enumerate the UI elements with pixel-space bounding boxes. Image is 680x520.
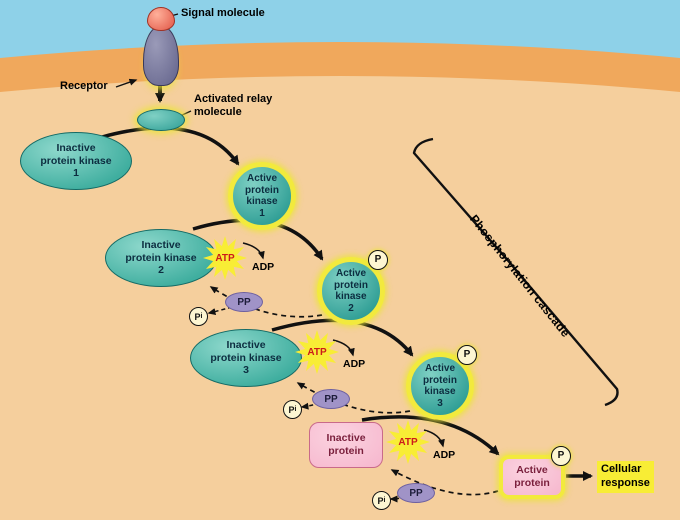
signal-molecule-shape (147, 7, 175, 31)
receptor-pointer-arrow (115, 78, 138, 88)
adp-label-1: ADP (252, 261, 275, 273)
dephosphorylation-arrow-1 (209, 286, 323, 318)
dephosphorylation-arrow-2 (296, 382, 411, 414)
active-kinase-2-label: Active protein kinase 2 (334, 268, 368, 314)
atp-adp-arc-3 (423, 429, 445, 448)
cellular-response-label: Cellular response (597, 461, 654, 493)
active-kinase-2: Active protein kinase 2 P (317, 250, 388, 325)
active-protein: Active protein P (499, 446, 571, 499)
cascade-arrow-4 (361, 415, 500, 456)
receptor-shape (143, 26, 179, 86)
atp-adp-arc-1 (242, 242, 265, 260)
pi-main-2: P (288, 404, 295, 415)
inactive-kinase-2: Inactive protein kinase 2 (105, 229, 217, 287)
atp-adp-arc-2 (332, 339, 355, 357)
signal-molecule-label: Signal molecule (181, 7, 265, 19)
relay-molecule-shape (137, 109, 185, 131)
phosphate-badge-protein: P (551, 446, 571, 466)
adp-label-3: ADP (433, 449, 456, 461)
phosphatase-pp-3: PP (397, 483, 435, 503)
receptor-label: Receptor (60, 80, 108, 92)
active-kinase-3: Active protein kinase 3 P (406, 345, 477, 420)
phosphate-badge-kinase-3: P (457, 345, 477, 365)
pi-sub-1: i (200, 313, 203, 320)
adp-label-2: ADP (343, 358, 366, 370)
active-kinase-1: Active protein kinase 1 (228, 162, 296, 230)
pi-main-1: P (194, 311, 201, 322)
inactive-kinase-3: Inactive protein kinase 3 (190, 329, 302, 387)
phosphate-badge-kinase-2: P (368, 250, 388, 270)
pi-sub-2: i (294, 406, 297, 413)
inactive-protein: Inactive protein (309, 422, 383, 468)
pi-main-3: P (377, 495, 384, 506)
cascade-arrow-1 (101, 126, 240, 166)
active-protein-label: Active protein (514, 464, 550, 489)
active-kinase-3-label: Active protein kinase 3 (423, 363, 457, 409)
inactive-kinase-1: Inactive protein kinase 1 (20, 132, 132, 190)
relay-molecule-label: Activated relay molecule (194, 93, 273, 119)
cascade-bracket (412, 137, 619, 407)
pi-sub-3: i (383, 497, 386, 504)
phosphatase-pp-2: PP (312, 389, 350, 409)
phosphatase-pp-1: PP (225, 292, 263, 312)
dephosphorylation-arrow-3 (390, 469, 499, 496)
